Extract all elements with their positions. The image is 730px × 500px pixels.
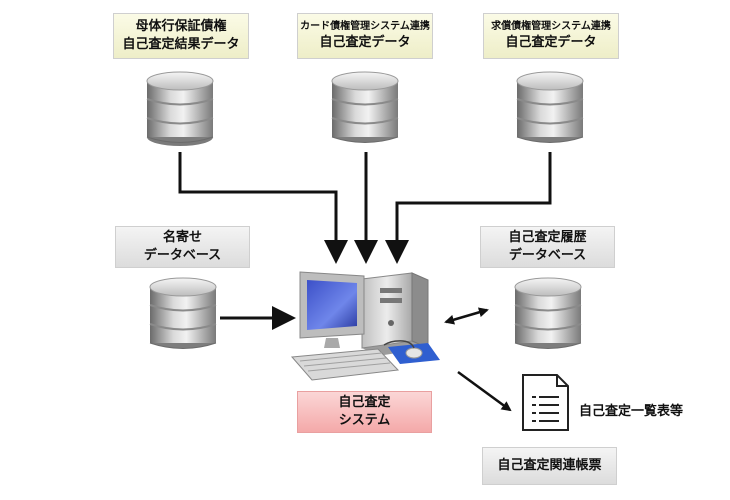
document-label: 自己査定一覧表等 — [579, 404, 684, 419]
source-connectors — [178, 152, 552, 330]
source-label-3-line2: 自己査定データ — [505, 34, 597, 50]
source-label-3: 求償債権管理システム連携 自己査定データ — [483, 13, 619, 59]
source-label-2-line1: カード債権管理システム連携 — [300, 21, 430, 33]
source-label-1-line1: 母体行保証債権 — [135, 19, 227, 35]
nayose-db-label-line2: データベース — [143, 248, 222, 263]
reports-label: 自己査定関連帳票 — [482, 447, 617, 485]
reports-label-text: 自己査定関連帳票 — [497, 458, 602, 474]
history-db-label-line1: 自己査定履歴 — [508, 230, 587, 246]
database-icon-source-3 — [516, 71, 584, 143]
database-icon-nayose — [149, 277, 217, 349]
database-icon-history — [514, 277, 582, 349]
computer-icon — [290, 271, 440, 381]
system-label: 自己査定 システム — [297, 391, 432, 433]
nayose-db-label: 名寄せ データベース — [115, 226, 250, 268]
history-db-label: 自己査定履歴 データベース — [480, 226, 615, 268]
document-icon — [522, 374, 569, 431]
arrow-document — [457, 370, 512, 412]
arrow-source-3 — [385, 152, 552, 264]
arrow-history — [444, 307, 489, 325]
database-icon-source-2 — [331, 71, 399, 143]
nayose-db-label-line1: 名寄せ — [162, 230, 202, 246]
system-label-line1: 自己査定 — [338, 395, 391, 411]
source-label-1: 母体行保証債権 自己査定結果データ — [113, 13, 249, 59]
source-label-2-line2: 自己査定データ — [319, 34, 411, 50]
database-icon-source-1 — [146, 71, 214, 146]
system-label-line2: システム — [338, 413, 391, 428]
source-label-1-line2: 自己査定結果データ — [122, 37, 240, 52]
source-label-2: カード債権管理システム連携 自己査定データ — [297, 13, 433, 59]
arrow-source-1 — [178, 152, 348, 264]
history-db-label-line2: データベース — [508, 248, 587, 263]
source-label-3-line1: 求償債権管理システム連携 — [491, 21, 611, 33]
